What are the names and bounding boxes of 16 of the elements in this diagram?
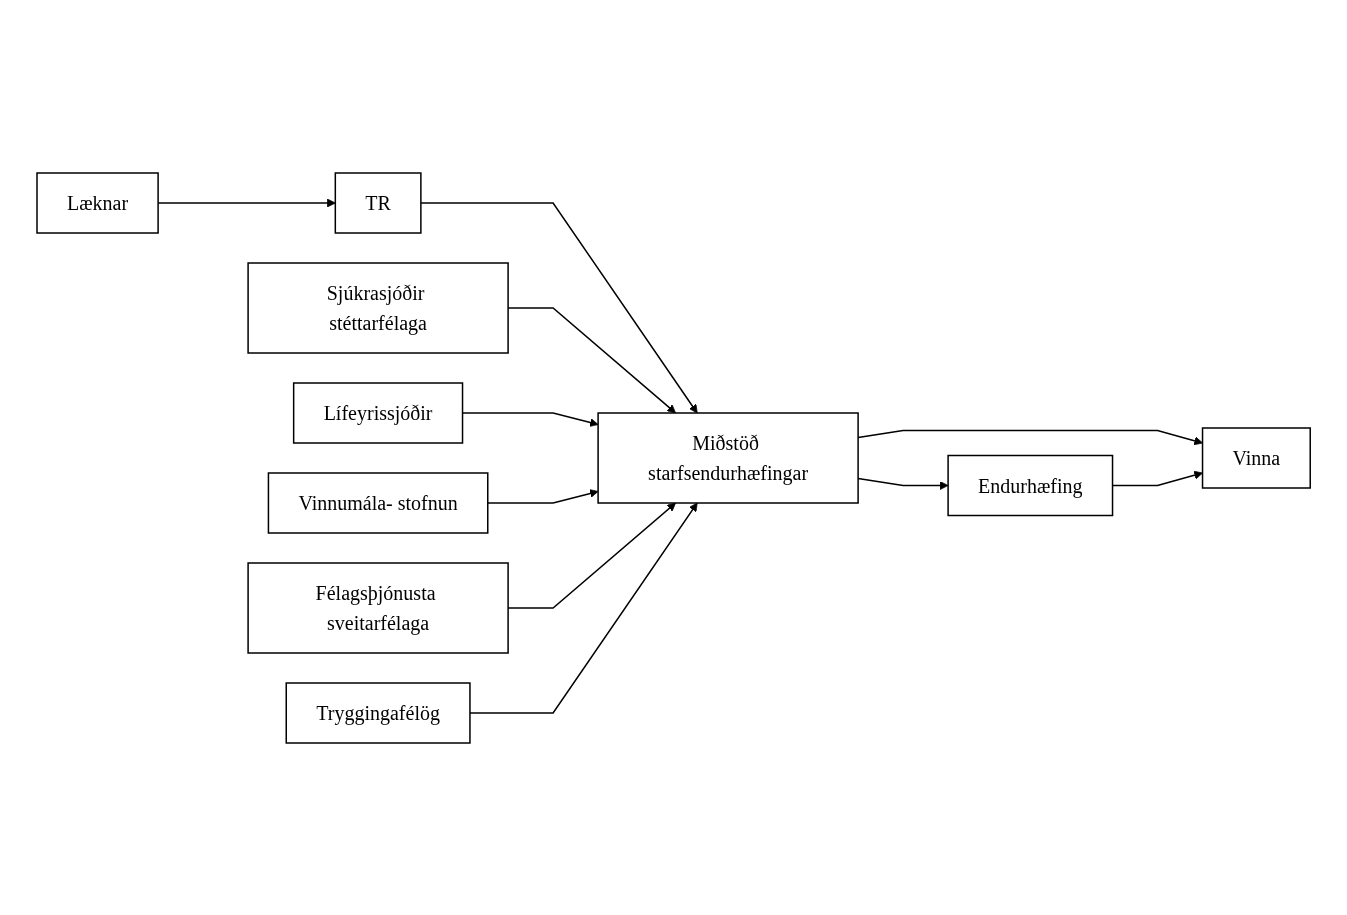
node-box: Lífeyrissjóðir	[292, 381, 464, 444]
arrow	[857, 429, 1203, 445]
arrow	[469, 502, 698, 714]
node-box: Tryggingafélög	[285, 681, 471, 744]
node-box: Vinnumála- stofnun	[267, 471, 489, 534]
node-box: Félagsþjónusta sveitarfélaga	[247, 561, 509, 654]
arrow	[507, 502, 676, 609]
node-box: Vinna	[1201, 426, 1311, 489]
node-box: Læknar	[36, 171, 159, 234]
node-box: TR	[334, 171, 422, 234]
arrow	[157, 198, 336, 207]
arrow	[507, 306, 676, 413]
node-box: Endurhæfing	[947, 454, 1114, 516]
arrow	[420, 201, 698, 413]
node-box: Sjúkrasjóðir stéttarfélaga	[247, 261, 509, 354]
node-box: Miðstöð starfsendurhæfingar	[597, 411, 859, 504]
